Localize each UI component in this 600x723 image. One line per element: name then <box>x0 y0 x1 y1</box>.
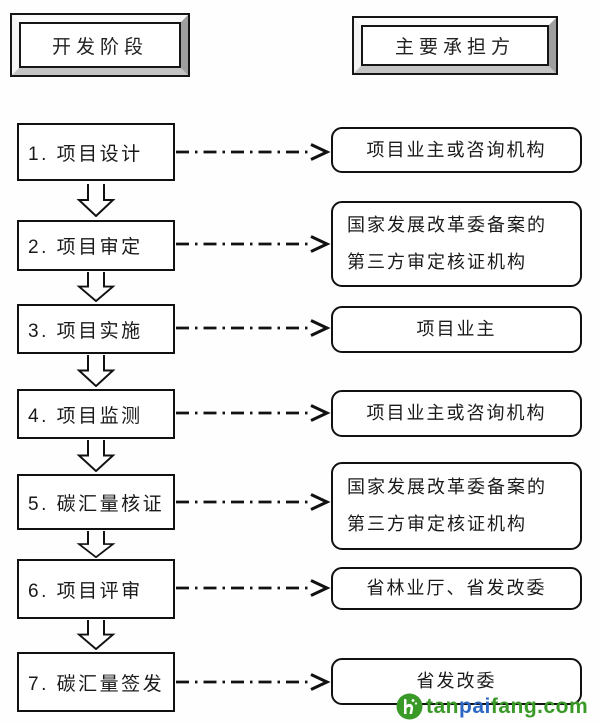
header-development-stage: 开发阶段 <box>10 13 190 77</box>
stage-box-2: 2. 项目审定 <box>17 220 175 271</box>
header-bevel-frame: 主要承担方 <box>354 18 556 73</box>
down-arrow-2 <box>76 272 116 302</box>
party-box-1: 项目业主或咨询机构 <box>331 127 582 173</box>
watermark-seg-com: .com <box>537 694 589 718</box>
down-arrow-6 <box>76 620 116 650</box>
party-box-5: 国家发展改革委备案的 第三方审定核证机构 <box>331 462 582 550</box>
dashdot-arrow-6 <box>176 579 331 597</box>
watermark-seg-tan: tan <box>426 694 459 718</box>
party-box-3: 项目业主 <box>331 306 582 353</box>
dashdot-arrow-7 <box>176 673 331 691</box>
header-bevel-frame: 开发阶段 <box>12 15 188 75</box>
tanpaifang-logo-icon <box>396 693 423 720</box>
down-arrow-4 <box>76 440 116 472</box>
down-arrow-3 <box>76 355 116 387</box>
down-arrow-5 <box>76 531 116 558</box>
dashdot-arrow-1 <box>176 143 331 161</box>
stage-box-7: 7. 碳汇量签发 <box>17 652 175 712</box>
stage-box-1: 1. 项目设计 <box>17 123 175 181</box>
party-box-6: 省林业厅、省发改委 <box>331 567 582 610</box>
watermark-seg-fang: fang <box>490 694 538 718</box>
stage-box-6: 6. 项目评审 <box>17 559 175 619</box>
party-box-7: 省发改委 <box>331 658 582 705</box>
watermark: tanpaifang.com <box>396 693 588 720</box>
watermark-text: tanpaifang.com <box>426 695 588 719</box>
header-left-label: 开发阶段 <box>51 36 148 58</box>
header-right-label: 主要承担方 <box>394 37 515 58</box>
stage-box-5: 5. 碳汇量核证 <box>17 474 175 530</box>
down-arrow-1 <box>76 184 116 217</box>
party-box-2: 国家发展改革委备案的 第三方审定核证机构 <box>331 201 582 287</box>
dashdot-arrow-5 <box>176 493 331 511</box>
dashdot-arrow-4 <box>176 404 331 422</box>
dashdot-arrow-3 <box>176 319 331 337</box>
party-box-4: 项目业主或咨询机构 <box>331 390 582 437</box>
stage-box-3: 3. 项目实施 <box>17 304 175 354</box>
watermark-seg-pai: pai <box>459 694 491 718</box>
header-responsible-party: 主要承担方 <box>352 16 558 75</box>
dashdot-arrow-2 <box>176 235 331 253</box>
stage-box-4: 4. 项目监测 <box>17 389 175 439</box>
